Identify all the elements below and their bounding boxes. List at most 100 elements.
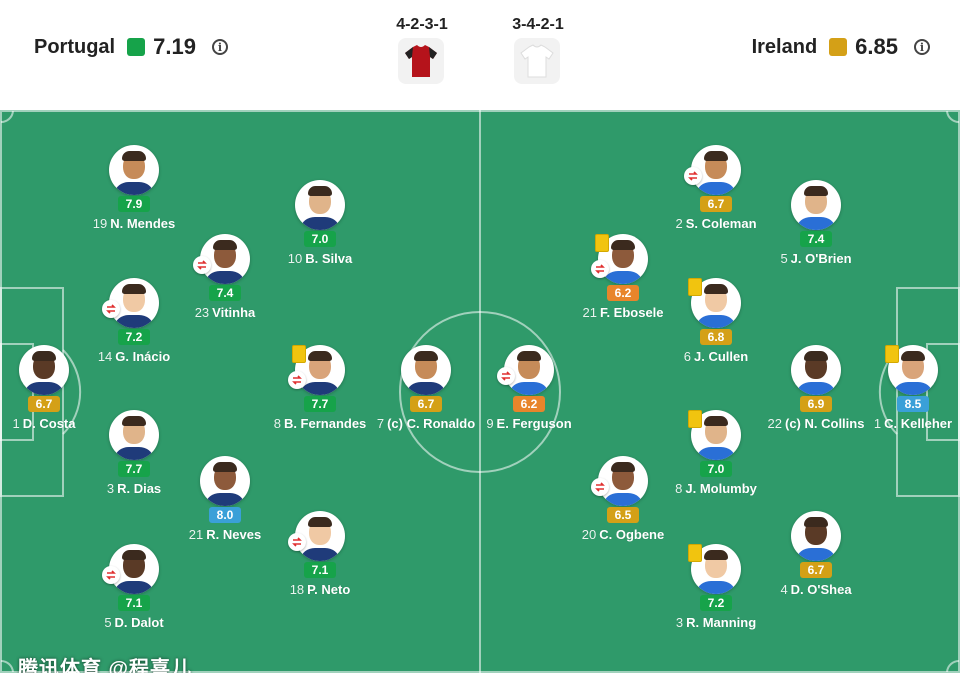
player-rating: 7.9: [118, 196, 150, 212]
player-photo: [295, 180, 345, 230]
player-number: 8: [273, 416, 281, 431]
yellow-card-icon: [688, 278, 702, 296]
player-rating: 6.2: [607, 285, 639, 301]
home-rating-square: [127, 38, 146, 56]
player-photo: [791, 180, 841, 230]
player-photo: [791, 511, 841, 561]
player-number: 1: [12, 416, 20, 431]
player-rating: 7.4: [800, 231, 832, 247]
home-kit-icon: [398, 38, 444, 84]
player-number: 3: [675, 615, 684, 630]
player-photo: [19, 345, 69, 395]
home-team-name: Portugal: [34, 35, 116, 58]
footer: [0, 673, 960, 697]
player-number: 5: [104, 615, 112, 630]
substitution-icon: [684, 167, 702, 185]
player-number: 10: [287, 251, 303, 266]
substitution-icon: [288, 371, 306, 389]
player-rating: 7.7: [304, 396, 336, 412]
substitution-icon: [591, 260, 609, 278]
player-photo: [109, 410, 159, 460]
info-icon[interactable]: i: [914, 39, 930, 55]
home-team-rating: 7.19: [153, 34, 196, 59]
player-rating: 7.7: [118, 461, 150, 477]
player-name: 7(c) C. Ronaldo: [376, 416, 476, 431]
info-icon[interactable]: i: [211, 39, 228, 55]
player-rating: 8.5: [897, 396, 929, 412]
player-photo: [598, 234, 648, 284]
home-player[interactable]: 6.7 7(c) C. Ronaldo: [346, 345, 506, 431]
substitution-icon: [591, 478, 609, 496]
player-number: 9: [486, 416, 494, 431]
player-number: 1: [873, 416, 882, 431]
substitution-icon: [102, 566, 120, 584]
player-number: 6: [683, 349, 692, 364]
player-number: 4: [780, 582, 788, 597]
away-team-rating: 6.85: [855, 34, 898, 59]
yellow-card-icon: [292, 345, 306, 363]
player-photo: [200, 456, 250, 506]
away-formation: 3-4-2-1: [512, 16, 564, 33]
player-number: 22: [767, 416, 782, 431]
player-number: 7: [376, 416, 385, 431]
away-kit-icon: [514, 38, 560, 84]
player-number: 23: [194, 305, 210, 320]
away-team[interactable]: Ireland 6.85 i: [752, 34, 930, 60]
player-rating: 6.7: [410, 396, 442, 412]
substitution-icon: [102, 300, 120, 318]
yellow-card-icon: [688, 544, 702, 562]
player-rating: 6.9: [800, 396, 832, 412]
substitution-icon: [193, 256, 211, 274]
player-rating: 6.7: [800, 562, 832, 578]
player-number: 18: [289, 582, 305, 597]
player-rating: 7.2: [118, 329, 150, 345]
player-rating: 7.4: [209, 285, 241, 301]
player-number: 21: [582, 305, 597, 320]
player-number: 8: [675, 481, 683, 496]
home-team[interactable]: Portugal 7.19 i: [34, 34, 228, 60]
player-rating: 7.2: [700, 595, 732, 611]
player-rating: 6.7: [28, 396, 60, 412]
player-number: 3: [106, 481, 115, 496]
player-rating: 7.1: [118, 595, 150, 611]
player-number: 14: [97, 349, 113, 364]
player-rating: 6.8: [700, 329, 732, 345]
player-number: 2: [675, 216, 683, 231]
